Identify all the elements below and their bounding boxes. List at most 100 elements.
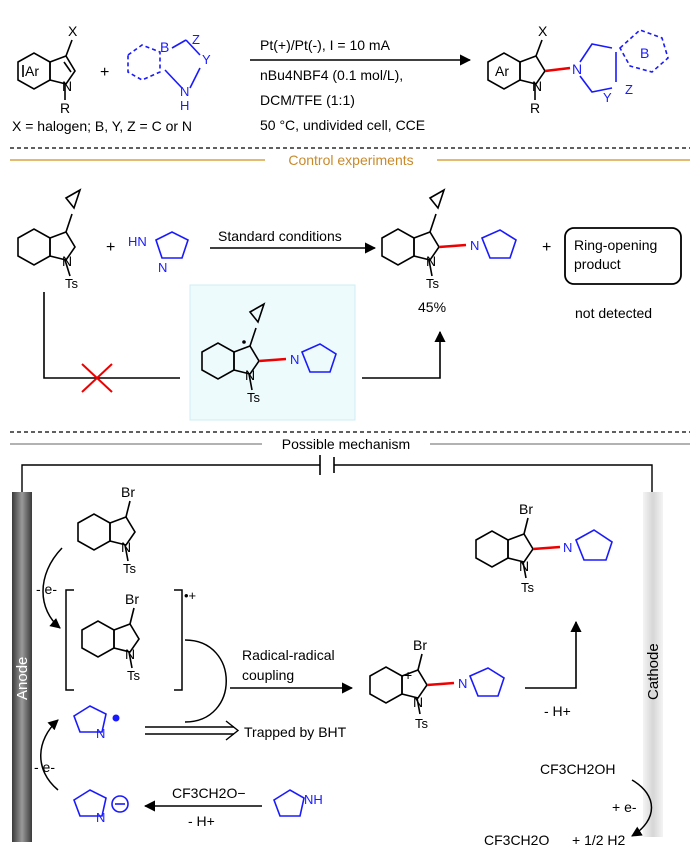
product-r-label: R (530, 100, 540, 116)
trifluoroethoxide-label: CF3CH2O− (172, 785, 246, 801)
intermediate-pyrazole (300, 343, 337, 373)
control-product-ts: Ts (426, 276, 440, 291)
final-br: Br (519, 501, 533, 517)
pyrazole-reagent (155, 231, 189, 259)
control-plus-2: + (542, 239, 551, 256)
x-label: X (68, 23, 78, 39)
not-detected-label: not detected (575, 305, 652, 321)
ring-opening-label: Ring-opening (574, 237, 657, 253)
control-product (381, 188, 446, 277)
trapped-by-bht: Trapped by BHT (244, 724, 347, 740)
control-ts-label: Ts (65, 276, 79, 291)
mechanism-heading: Possible mechanism (282, 436, 410, 452)
control-substrate (17, 188, 82, 277)
product-b-label: B (640, 45, 649, 61)
pyrazolide-n: N (96, 810, 105, 825)
cathode-electrode (643, 492, 663, 837)
final-ts: Ts (521, 580, 535, 595)
plus-sign: + (100, 64, 109, 81)
nh-n-label: N (180, 84, 189, 99)
n-label: N (62, 78, 72, 94)
final-new-bond (532, 545, 561, 551)
azole-partner (127, 44, 161, 81)
product-ar-label: Ar (495, 63, 509, 79)
product-n-label: N (532, 78, 542, 94)
control-plus-1: + (106, 239, 115, 256)
bromoindole (77, 500, 136, 562)
control-product-pyrazole (480, 229, 517, 259)
cation-pyrazole (468, 667, 505, 697)
pyrazole-hn: HN (128, 234, 147, 249)
intermediate-to-product-arrow (362, 330, 446, 379)
yield-label: 45% (418, 299, 446, 315)
radical-intermediate (201, 302, 266, 391)
radical-cation-charge: •+ (184, 588, 196, 603)
oxidation-arrow-1 (42, 547, 63, 629)
control-heading: Control experiments (288, 152, 413, 168)
blocked-x-2 (81, 363, 113, 393)
bracket-left (65, 589, 74, 691)
radical-cation-n: N (125, 646, 135, 662)
trifluoroethoxide-product: CF3CH2O (484, 832, 549, 848)
intermediate-azole-n: N (290, 352, 299, 367)
condition-line-3: DCM/TFE (1:1) (260, 92, 355, 108)
minus-h-label-1: - H+ (544, 703, 571, 719)
blocked-path-line (43, 292, 180, 379)
product-azole-ring (579, 43, 617, 93)
standard-conditions: Standard conditions (218, 228, 342, 244)
minus-e-label-2: - e- (34, 759, 55, 775)
intermediate-ts: Ts (247, 390, 261, 405)
deprotonation-to-product-arrow (525, 620, 582, 689)
control-product-n: N (426, 253, 436, 269)
circuit-wire-left (21, 464, 320, 492)
cation-n: N (413, 694, 423, 710)
trap-arrow-head (225, 720, 240, 741)
minus-e-label-1: - e- (36, 581, 57, 597)
product-x-label: X (538, 23, 548, 39)
radical-coupling-line-1: Radical-radical (242, 647, 335, 663)
anode-electrode (12, 492, 32, 842)
azole-ring (164, 39, 201, 89)
anode-label: Anode (14, 657, 31, 700)
pyrazolyl-radical-dot (112, 714, 120, 722)
product-label: product (574, 256, 621, 272)
plus-e-label: + e- (612, 799, 637, 815)
radical-cation (81, 607, 140, 669)
y-label: Y (202, 52, 211, 67)
cation-ts: Ts (415, 716, 429, 731)
control-new-bond (438, 243, 467, 249)
product-z-label: Z (625, 82, 633, 97)
bracket-right (174, 589, 183, 691)
new-bond-general (544, 66, 571, 73)
hydrogen-label: + 1/2 H2 (572, 832, 626, 848)
product-general (487, 39, 546, 100)
radical-coupling-line-2: coupling (242, 667, 294, 683)
cation-new-bond (426, 681, 455, 687)
radical-cation-br: Br (125, 591, 139, 607)
cation-plus: + (404, 667, 412, 683)
ring-opening-box (564, 227, 682, 285)
ar-label: Ar (25, 63, 39, 79)
oxidation-arrow-2 (40, 719, 59, 791)
circuit-wire-right (334, 464, 653, 492)
substrate-indole (17, 39, 76, 100)
control-label-bg (265, 150, 437, 170)
cation-br: Br (413, 637, 427, 653)
condition-line-2: nBu4NBF4 (0.1 mol/L), (260, 67, 403, 83)
condition-line-4: 50 °C, undivided cell, CCE (260, 117, 425, 133)
pyrazolide-anion (73, 789, 129, 817)
control-product-azole-n: N (470, 238, 479, 253)
condition-line-1: Pt(+)/Pt(-), I = 10 mA (260, 37, 391, 53)
pyrazolyl-n: N (96, 726, 105, 741)
final-n: N (519, 558, 529, 574)
bromoindole-ts: Ts (123, 561, 137, 576)
reduction-arrow (631, 779, 653, 837)
mechanism-label-bg (262, 434, 430, 454)
radical-intermediate-box (189, 284, 356, 421)
product-fused-ring (618, 29, 669, 73)
r-label: R (60, 100, 70, 116)
product-azole-n: N (572, 61, 582, 77)
legend-text: X = halogen; B, Y, Z = C or N (12, 118, 192, 134)
cation-azole-n: N (458, 676, 467, 691)
